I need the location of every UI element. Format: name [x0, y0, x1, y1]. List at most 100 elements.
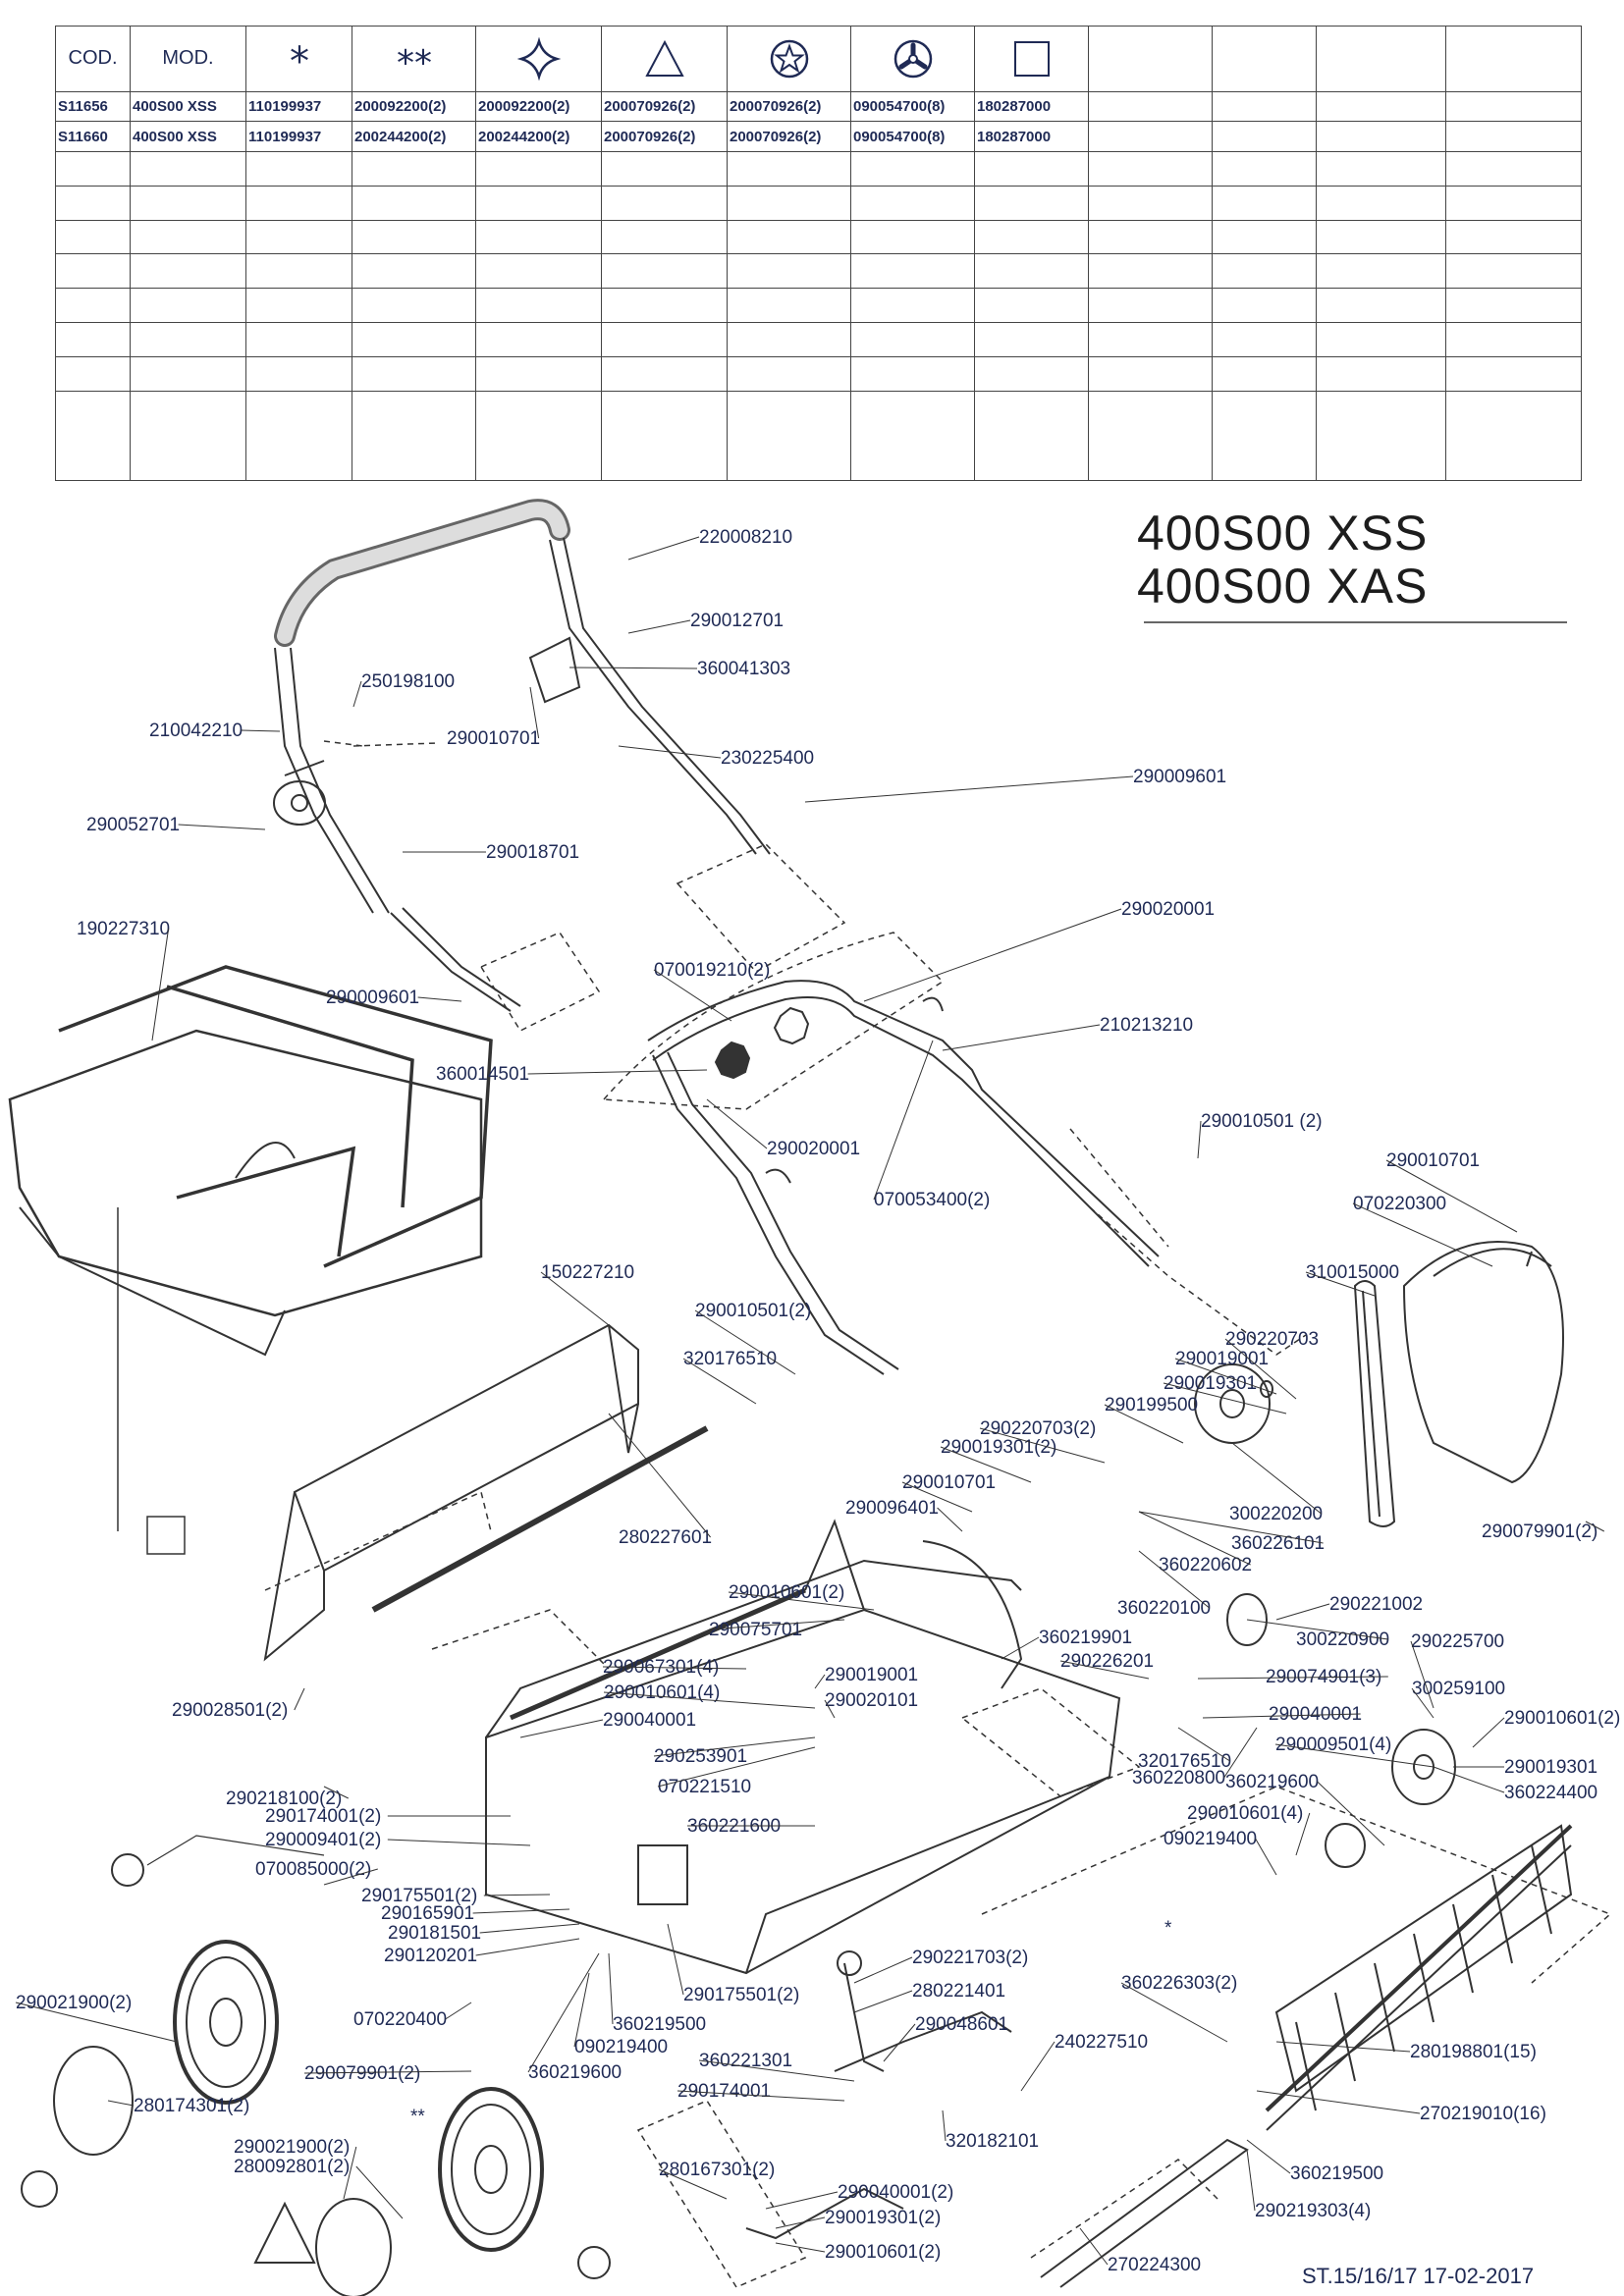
table-cell: 200070926(2)	[727, 90, 851, 123]
part-number-label: 290075701	[709, 1620, 802, 1640]
grass-bag	[8, 965, 493, 1555]
leader-line	[15, 2002, 178, 2043]
part-number-label: 290040001(2)	[838, 2182, 953, 2203]
leader-line	[294, 1687, 305, 1711]
table-empty-row	[55, 390, 1582, 482]
header-square	[974, 26, 1089, 92]
leader-line	[1433, 1766, 1505, 1793]
leader-line	[1223, 1727, 1258, 1779]
part-number-label: 320182101	[946, 2131, 1039, 2152]
leader-line	[618, 745, 722, 759]
part-number-label: 280227601	[619, 1527, 712, 1548]
leader-line	[1305, 1271, 1376, 1297]
leader-line	[1202, 1713, 1361, 1719]
leader-line	[445, 2002, 472, 2020]
part-number-label: 290221002	[1329, 1594, 1423, 1615]
part-number-label: 290010701	[1386, 1150, 1480, 1171]
leader-line	[417, 996, 462, 1002]
leader-line	[627, 536, 700, 561]
leader-line	[323, 1786, 350, 1799]
part-number-label: 320176510	[683, 1349, 777, 1369]
table-cell: 200070926(2)	[601, 121, 728, 153]
part-number-label: 290079901(2)	[304, 2063, 420, 2084]
deck-guide-lines	[264, 1490, 1612, 2288]
part-number-label: 280092801(2)	[234, 2157, 350, 2177]
table-cell	[1445, 121, 1582, 153]
part-number-label: 090219400	[1164, 1829, 1257, 1849]
part-number-label: 290218100(2)	[226, 1789, 342, 1809]
table-empty-row	[55, 288, 1582, 324]
table-cell	[1212, 121, 1317, 153]
leader-line	[1138, 1511, 1251, 1566]
model-title-line1: 400S00 XSS	[1137, 506, 1429, 561]
part-number-label: 290010501(2)	[695, 1301, 811, 1321]
part-number-label: 290225700	[1411, 1631, 1504, 1652]
part-number-label: 070220400	[353, 2009, 447, 2030]
header-double-asterisk: **	[352, 26, 476, 92]
part-number-label: 300220900	[1296, 1629, 1389, 1650]
upper-handle	[274, 499, 771, 1012]
part-number-label: 360014501	[436, 1064, 529, 1085]
rear-wheel-lower	[253, 2087, 611, 2296]
leader-line	[1411, 1687, 1435, 1719]
leader-line	[775, 2242, 826, 2253]
part-number-label: 290018701	[486, 842, 579, 863]
part-number-label: 240227510	[1055, 2032, 1148, 2053]
table-cell: S11660	[55, 121, 131, 153]
leader-line	[529, 686, 540, 739]
leader-line	[1163, 1382, 1287, 1415]
part-number-label: 290040001	[1269, 1704, 1362, 1725]
symbol-marker-layer: ***	[410, 1918, 1172, 2127]
part-number-label: 290010601(4)	[1187, 1803, 1303, 1824]
part-number-label: 290174001(2)	[265, 1806, 381, 1827]
leader-line	[608, 1413, 711, 1538]
leader-line	[706, 1098, 768, 1149]
part-number-label: 290010601(2)	[729, 1582, 844, 1603]
leader-line	[657, 1746, 816, 1788]
leader-line	[519, 1719, 604, 1738]
double-asterisk-icon: **	[397, 43, 432, 80]
double-asterisk-marker: **	[410, 2107, 425, 2127]
leader-line	[1385, 1159, 1518, 1233]
part-number-label: 290009601	[1133, 767, 1226, 787]
part-number-label: 070221510	[658, 1777, 751, 1797]
part-number-label: 360224400	[1504, 1783, 1597, 1803]
leader-line	[1410, 1640, 1435, 1709]
part-number-label: 090219400	[574, 2037, 668, 2057]
drawing-reference: ST.15/16/17 17-02-2017	[1302, 2264, 1535, 2288]
table-cell: S11656	[55, 90, 131, 123]
part-number-label: 360041303	[697, 659, 790, 679]
leader-line	[883, 2023, 916, 2062]
handle-pivot	[273, 636, 581, 826]
hub-cap-icon	[893, 39, 932, 79]
leader-line	[942, 1024, 1101, 1051]
part-number-label: 280221401	[912, 1981, 1005, 2002]
leader-line	[627, 619, 691, 634]
leader-line	[728, 1591, 875, 1611]
header-empty	[1088, 26, 1213, 92]
leader-line	[1255, 1838, 1277, 1876]
part-number-label: 360219500	[613, 2014, 706, 2035]
leader-line	[1197, 1120, 1202, 1159]
parts-code-table: COD. MOD. * **	[55, 26, 1582, 482]
part-number-label: 290010601(2)	[825, 2242, 941, 2263]
part-number-label: 270224300	[1108, 2255, 1201, 2275]
part-number-label: 290021900(2)	[16, 1993, 132, 2013]
leader-line	[540, 1271, 610, 1326]
part-number-label: 360221301	[699, 2051, 792, 2071]
leader-line	[475, 1938, 580, 1956]
svg-text:*: *	[290, 39, 309, 80]
asterisk-icon: *	[290, 39, 309, 80]
part-number-label: 310015000	[1306, 1262, 1399, 1283]
part-number-label: 280174301(2)	[134, 2096, 249, 2116]
leader-line	[1256, 2090, 1421, 2114]
asterisk-marker: *	[1164, 1918, 1172, 1939]
model-title-line2: 400S00 XAS	[1137, 559, 1429, 614]
part-number-label: 280167301(2)	[659, 2160, 775, 2180]
part-number-label: 290010701	[902, 1472, 996, 1493]
table-cell: 400S00 XSS	[130, 121, 246, 153]
leader-line	[942, 2109, 947, 2142]
leader-line	[804, 775, 1134, 803]
leader-line	[1246, 2149, 1256, 2212]
part-number-label: 290226201	[1060, 1651, 1154, 1672]
